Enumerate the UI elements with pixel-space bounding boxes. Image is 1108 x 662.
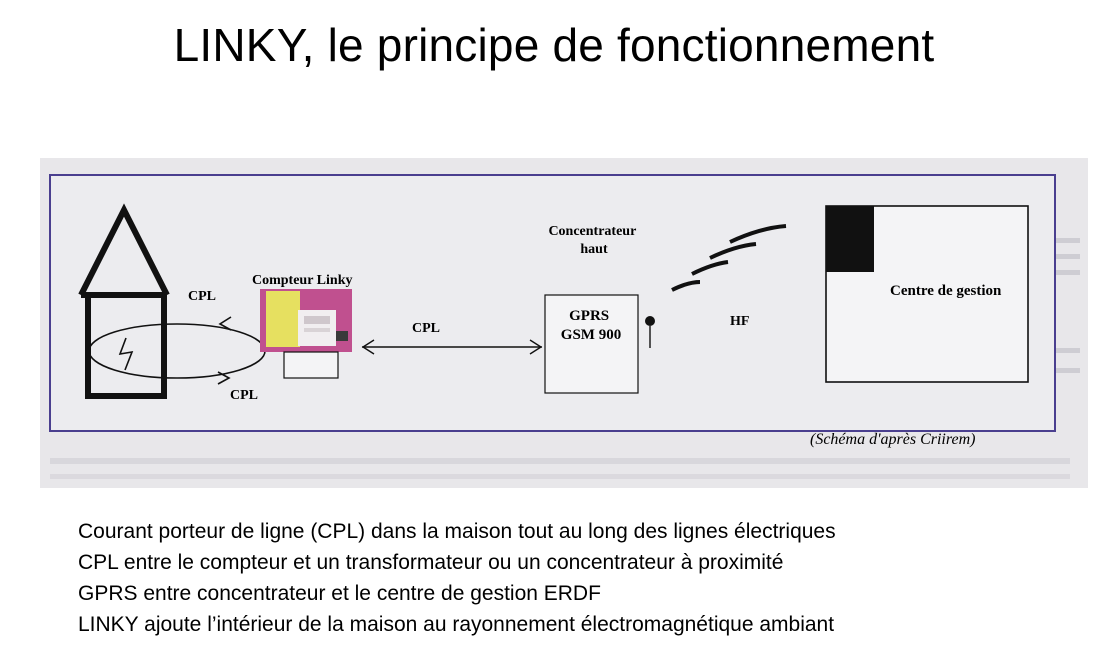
scanned-diagram: CPL CPL Compteur Linky CPL Concentrateur… <box>40 158 1088 488</box>
cpl-link-label: CPL <box>412 321 440 336</box>
cpl-link-arrow-right <box>529 339 543 355</box>
lightning-icon <box>118 337 134 371</box>
antenna-icon <box>645 316 655 348</box>
bullet-item: LINKY ajoute l’intérieur de la maison au… <box>78 613 835 636</box>
house-icon <box>78 203 170 399</box>
meter-label: Compteur Linky <box>252 273 352 288</box>
concentrator-box <box>544 294 639 394</box>
source-caption: (Schéma d'après Criirem) <box>810 431 975 448</box>
meter-base-box <box>283 351 339 379</box>
house-cpl-bottom-label: CPL <box>230 388 258 403</box>
concentrator-box-label: GPRS GSM 900 <box>561 308 621 343</box>
concentrator-box-line2: GSM 900 <box>561 327 621 343</box>
management-centre-dark-block <box>826 206 874 272</box>
concentrator-title: Concentrateur haut <box>548 224 639 257</box>
management-centre-label: Centre de gestion <box>890 283 1002 299</box>
bullet-list: Courant porteur de ligne (CPL) dans la m… <box>78 516 836 640</box>
cpl-link-arrow-left <box>361 339 375 355</box>
loop-arrow-top <box>218 316 232 331</box>
loop-arrow-bottom <box>217 371 231 385</box>
hf-waves-icon <box>671 224 787 292</box>
diagram-canvas: CPL CPL Compteur Linky CPL Concentrateur… <box>49 174 1080 479</box>
bullet-item: CPL entre le compteur et un transformate… <box>78 551 784 574</box>
linky-meter-photo <box>260 289 352 352</box>
concentrator-title-line2: haut <box>580 242 608 257</box>
slide-title: LINKY, le principe de fonctionnement <box>173 19 935 71</box>
house-cpl-top-label: CPL <box>188 289 216 304</box>
concentrator-title-line1: Concentrateur <box>548 224 636 239</box>
bullet-item: Courant porteur de ligne (CPL) dans la m… <box>78 520 836 543</box>
hf-label: HF <box>730 314 749 329</box>
concentrator-box-line1: GPRS <box>569 308 609 324</box>
bullet-item: GPRS entre concentrateur et le centre de… <box>78 582 601 605</box>
